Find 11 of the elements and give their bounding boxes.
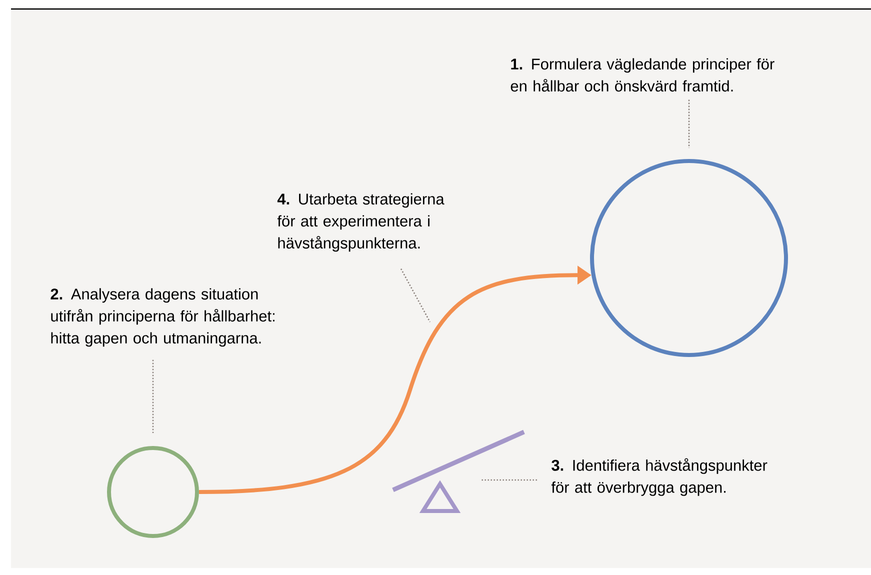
leader-line: [688, 100, 690, 148]
step-text: 1. Formulera vägledande principer för en hållbar och önskvärd framtid.: [510, 58, 774, 92]
step-text: 4. Utarbeta strategierna för att experimentera i hävstångspunkterna.: [277, 193, 444, 252]
step-text: 2. Analysera dagens situation utifrån principerna för hållbarhet: hitta gapen och utmaningarna.: [50, 288, 274, 347]
circle: [590, 159, 788, 357]
seesaw-drawing: [392, 430, 525, 513]
leader-line: [400, 268, 431, 322]
step-text: 3. Identifiera hävstångspunkter för att överbrygga gapen.: [551, 458, 768, 496]
leader-line: [152, 360, 154, 433]
circle: [107, 446, 199, 538]
leader-line: [480, 479, 537, 481]
